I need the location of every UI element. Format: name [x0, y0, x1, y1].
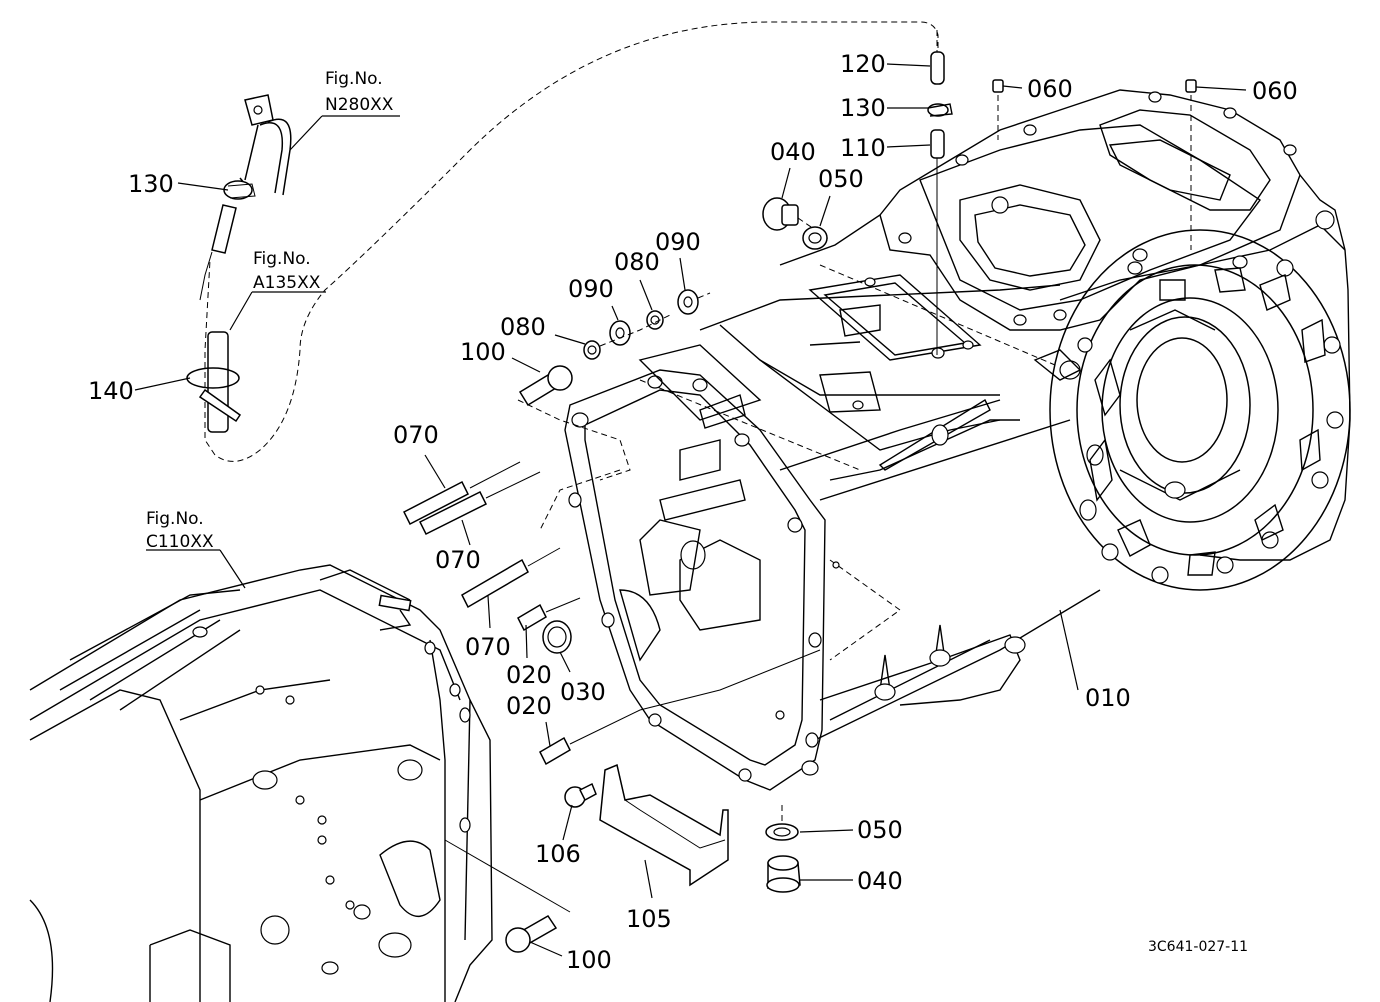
part-090-bushing-upper: [677, 289, 711, 315]
callout-020-upper: 020: [506, 661, 552, 689]
callout-120: 120: [840, 50, 886, 78]
fig-ref-a135-label: Fig.No.: [253, 249, 311, 269]
figure-references: Fig.No. N280XX Fig.No. A135XX Fig.No. C1…: [146, 69, 394, 552]
fig-ref-c110-code: C110XX: [146, 532, 214, 552]
drawing-code: 3C641-027-11: [1148, 939, 1248, 955]
callout-070-a: 070: [393, 421, 439, 449]
part-100-stud-lower: [444, 839, 571, 953]
part-060-plug-b: [1185, 79, 1197, 250]
fig-ref-c110-label: Fig.No.: [146, 509, 204, 529]
part-070-stud-a: [402, 461, 521, 526]
callout-040-top: 040: [770, 138, 816, 166]
callout-060-right: 060: [1252, 77, 1298, 105]
callout-050-bottom: 050: [857, 816, 903, 844]
callout-070-b: 070: [435, 546, 481, 574]
callout-030: 030: [560, 678, 606, 706]
fig-ref-n280-label: Fig.No.: [325, 69, 383, 89]
part-030-seal: [542, 620, 572, 654]
callout-labels: 120 130 110 060 060 040 050 090 080 090 …: [88, 50, 1298, 974]
part-100-stud-upper: [517, 365, 631, 481]
part-020-pin-lower: [539, 649, 821, 766]
part-020-pin-upper: [517, 597, 581, 632]
front-housing-drawing: [29, 564, 493, 1002]
part-105-bracket: [599, 763, 729, 887]
part-050-washer-bottom: [765, 805, 799, 841]
fig-ref-n280-code: N280XX: [325, 95, 394, 115]
part-090-bushing-lower: [609, 320, 631, 346]
part-070-stud-b: [418, 471, 541, 536]
part-106-bolt: [564, 782, 597, 808]
middle-flange-plate-drawing: [539, 344, 901, 791]
callout-090-lower: 090: [568, 275, 614, 303]
callout-040-bottom: 040: [857, 867, 903, 895]
part-080-ring-lower: [583, 314, 671, 360]
callout-100-upper: 100: [460, 338, 506, 366]
part-050-washer-top: [802, 226, 828, 250]
callout-050-top: 050: [818, 165, 864, 193]
fig-ref-a135-code: A135XX: [253, 273, 321, 293]
transmission-case-drawing: [639, 89, 1351, 741]
callout-100-lower: 100: [566, 946, 612, 974]
callout-105: 105: [626, 905, 672, 933]
callout-140: 140: [88, 377, 134, 405]
callout-020-lower: 020: [506, 692, 552, 720]
part-060-plug-a: [992, 79, 1004, 140]
callout-080-lower: 080: [500, 313, 546, 341]
part-130-clamp-top: [927, 103, 953, 117]
callout-106: 106: [535, 840, 581, 868]
callout-090-upper: 090: [655, 228, 701, 256]
part-070-stud-c: [461, 547, 561, 609]
part-120-tube: [930, 30, 945, 85]
callout-130-left: 130: [128, 170, 174, 198]
callout-130-top: 130: [840, 94, 886, 122]
callout-060-left: 060: [1027, 75, 1073, 103]
part-110-fitting: [930, 129, 945, 355]
callout-110: 110: [840, 134, 886, 162]
leader-lines: [134, 63, 1247, 957]
callout-070-c: 070: [465, 633, 511, 661]
callout-010: 010: [1085, 684, 1131, 712]
part-040-plug-bottom: [766, 855, 801, 893]
callout-080-upper: 080: [614, 248, 660, 276]
